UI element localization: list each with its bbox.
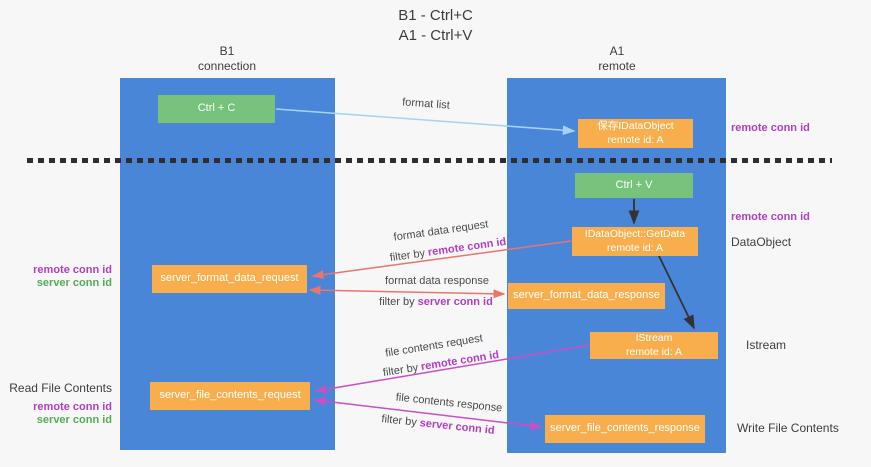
- remote-conn-id-text: remote conn id: [427, 235, 507, 259]
- left-file-remote-conn-id: remote conn id: [33, 401, 112, 413]
- filter-by-text: filter by: [389, 247, 426, 265]
- remote-conn-id-text: remote conn id: [420, 348, 500, 374]
- server-conn-id-text: server conn id: [419, 417, 496, 437]
- server-format-data-response-box: server_format_data_response: [508, 283, 665, 309]
- server-file-contents-request-box: server_file_contents_request: [150, 382, 310, 410]
- format-data-response-label: format data response: [385, 275, 489, 287]
- istream-box: IStream remote id: A: [590, 332, 718, 359]
- lane-header-a1: A1 remote: [537, 44, 697, 74]
- session-divider-dashed-line: [27, 158, 832, 163]
- save-dataobject-line2: remote id: A: [607, 133, 664, 146]
- lane-a1-subtitle: remote: [598, 59, 636, 73]
- left-format-conn-ids: remote conn id server conn id: [0, 264, 112, 290]
- server-format-data-request-label: server_format_data_request: [160, 272, 299, 285]
- filter-by-text: filter by: [380, 413, 418, 429]
- read-file-contents-label: Read File Contents: [9, 381, 112, 395]
- file-contents-response-label: file contents response: [395, 391, 503, 415]
- write-file-contents-label: Write File Contents: [737, 421, 839, 435]
- server-file-contents-response-box: server_file_contents_response: [545, 415, 705, 443]
- left-file-conn-ids: remote conn id server conn id: [0, 401, 112, 427]
- filter-by-text: filter by: [379, 296, 415, 308]
- filter-by-text: filter by: [382, 361, 420, 380]
- server-file-contents-request-label: server_file_contents_request: [159, 389, 301, 402]
- istream-line1: IStream: [635, 332, 673, 345]
- title-line-2: A1 - Ctrl+V: [398, 27, 473, 44]
- format-list-label: format list: [401, 96, 451, 112]
- save-dataobject-box: 保存IDataObject remote id: A: [578, 119, 693, 148]
- getdata-box: IDataObject::GetData remote id: A: [572, 227, 698, 256]
- server-file-contents-response-label: server_file_contents_response: [550, 422, 700, 435]
- ctrl-v-box: Ctrl + V: [575, 173, 693, 198]
- getdata-line1: IDataObject::GetData: [584, 228, 686, 241]
- ctrl-c-box: Ctrl + C: [158, 95, 275, 123]
- istream-side-label: Istream: [746, 338, 787, 352]
- ctrl-v-label: Ctrl + V: [615, 178, 653, 191]
- save-dataobject-line1: 保存IDataObject: [597, 120, 674, 133]
- left-format-remote-conn-id: remote conn id: [33, 264, 112, 276]
- title-line-1: B1 - Ctrl+C: [398, 7, 473, 24]
- left-file-server-conn-id: server conn id: [36, 414, 112, 426]
- diagram-title: B1 - Ctrl+C A1 - Ctrl+V: [0, 6, 871, 46]
- istream-line2: remote id: A: [625, 345, 683, 358]
- dataobject-label: DataObject: [731, 235, 792, 249]
- format-data-response-arrow: [308, 285, 506, 299]
- ctrl-c-label: Ctrl + C: [197, 102, 236, 115]
- server-format-data-response-label: server_format_data_response: [513, 289, 660, 302]
- right-remote-conn-id-mid: remote conn id: [731, 211, 810, 223]
- lane-header-b1: B1 connection: [147, 44, 307, 74]
- lane-a1-title: A1: [609, 44, 625, 58]
- lane-b1-subtitle: connection: [197, 59, 257, 73]
- getdata-line2: remote id: A: [606, 241, 664, 254]
- server-format-data-request-box: server_format_data_request: [152, 265, 307, 293]
- right-remote-conn-id-top: remote conn id: [731, 122, 810, 134]
- lane-b1-title: B1: [219, 44, 235, 58]
- left-format-server-conn-id: server conn id: [36, 277, 112, 289]
- server-conn-id-text: server conn id: [417, 296, 493, 308]
